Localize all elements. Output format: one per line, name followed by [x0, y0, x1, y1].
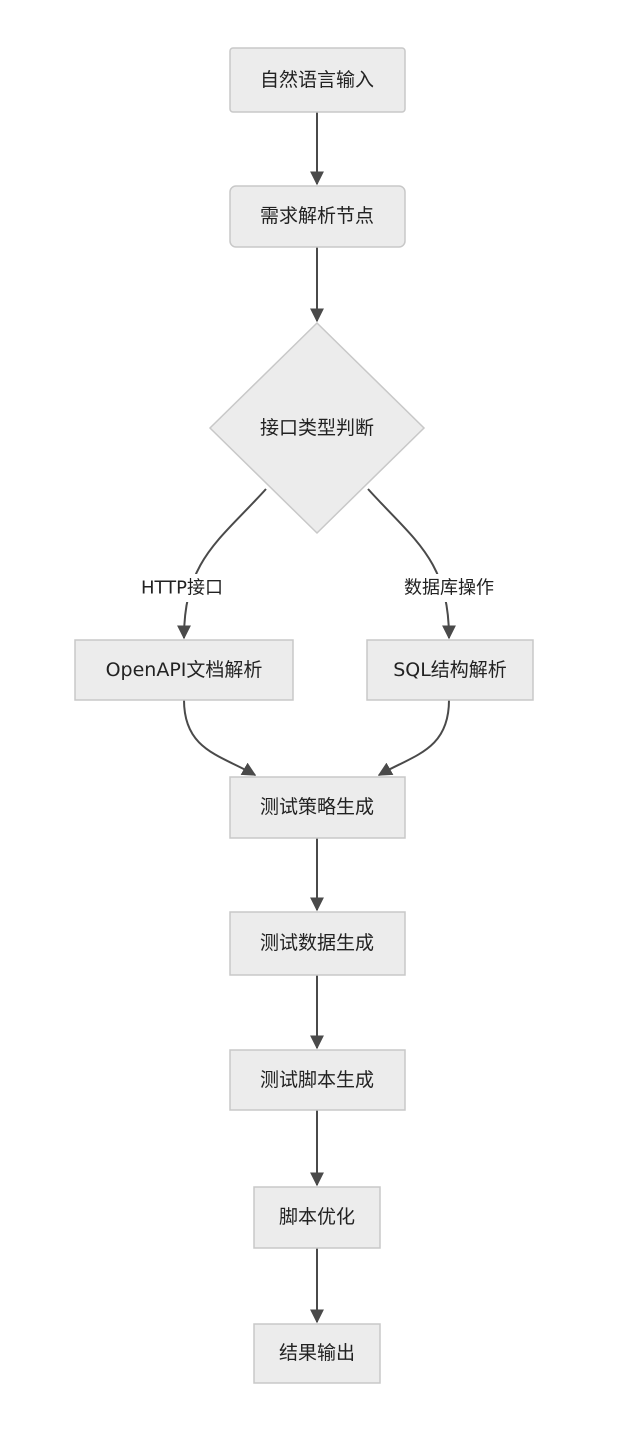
node-output-label: 结果输出	[279, 1342, 355, 1364]
edge-decision-sql	[367, 488, 456, 640]
node-strategy: 测试策略生成	[229, 776, 406, 839]
node-optimize: 脚本优化	[253, 1186, 381, 1249]
node-sql: SQL结构解析	[366, 639, 534, 701]
edge-sql-strategy	[377, 699, 450, 776]
node-decision-label: 接口类型判断	[260, 417, 374, 439]
node-parse-label: 需求解析节点	[260, 205, 374, 227]
node-openapi-label: OpenAPI文档解析	[106, 659, 263, 681]
node-decision: 接口类型判断	[208, 321, 426, 535]
node-data: 测试数据生成	[229, 911, 406, 976]
node-parse: 需求解析节点	[229, 185, 406, 248]
node-openapi: OpenAPI文档解析	[74, 639, 294, 701]
node-optimize-label: 脚本优化	[279, 1206, 355, 1228]
node-script-label: 测试脚本生成	[260, 1069, 374, 1091]
node-output: 结果输出	[253, 1323, 381, 1384]
node-strategy-label: 测试策略生成	[260, 796, 374, 818]
edge-decision-openapi	[177, 488, 267, 640]
node-data-label: 测试数据生成	[260, 932, 374, 954]
node-input: 自然语言输入	[229, 47, 406, 113]
node-script: 测试脚本生成	[229, 1049, 406, 1111]
node-input-label: 自然语言输入	[260, 69, 374, 91]
edge-openapi-strategy	[183, 699, 257, 776]
edges	[177, 112, 456, 1324]
node-sql-label: SQL结构解析	[393, 659, 507, 681]
edge-label-db: 数据库操作	[404, 578, 494, 599]
edge-label-http: HTTP接口	[141, 578, 223, 599]
